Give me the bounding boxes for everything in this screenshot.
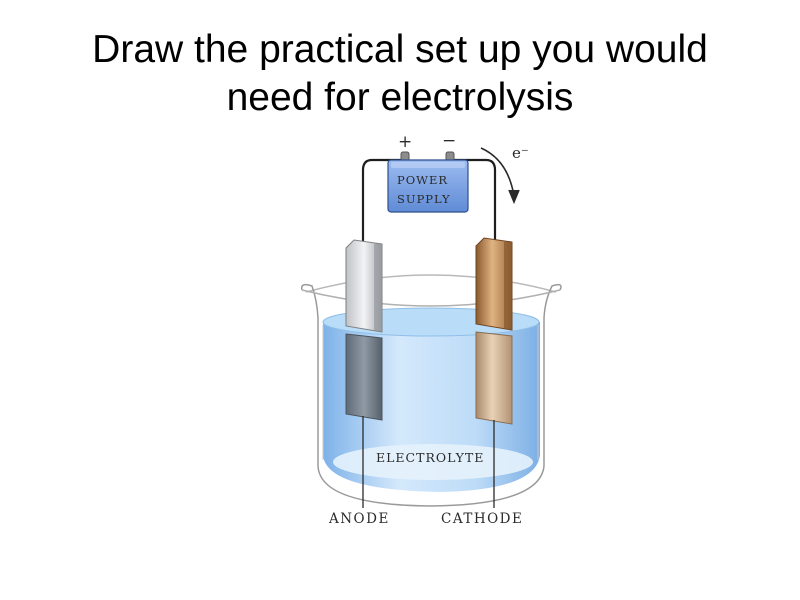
negative-terminal-sign: − [442, 131, 456, 151]
power-supply: POWER SUPPLY [387, 151, 469, 213]
cathode-electrode [475, 237, 513, 425]
title-line-1: Draw the practical set up you would [92, 28, 708, 71]
beaker [300, 283, 562, 507]
circuit-wires [361, 158, 497, 246]
title-line-2: need for electrolysis [226, 76, 574, 119]
power-supply-label-line1: POWER [397, 173, 448, 187]
anode-label: ANODE [328, 511, 390, 527]
anode-electrode [345, 239, 383, 421]
electron-flow-arrow [480, 147, 520, 205]
beaker-back-rim [305, 274, 557, 293]
positive-terminal-sign: + [398, 132, 412, 152]
power-supply-label-line2: SUPPLY [397, 192, 451, 206]
page-title: Draw the practical set up you would need… [0, 26, 800, 122]
electrolyte-label: ELECTROLYTE [376, 450, 484, 465]
cathode-label: CATHODE [441, 511, 523, 527]
electron-label: e⁻ [512, 144, 529, 162]
